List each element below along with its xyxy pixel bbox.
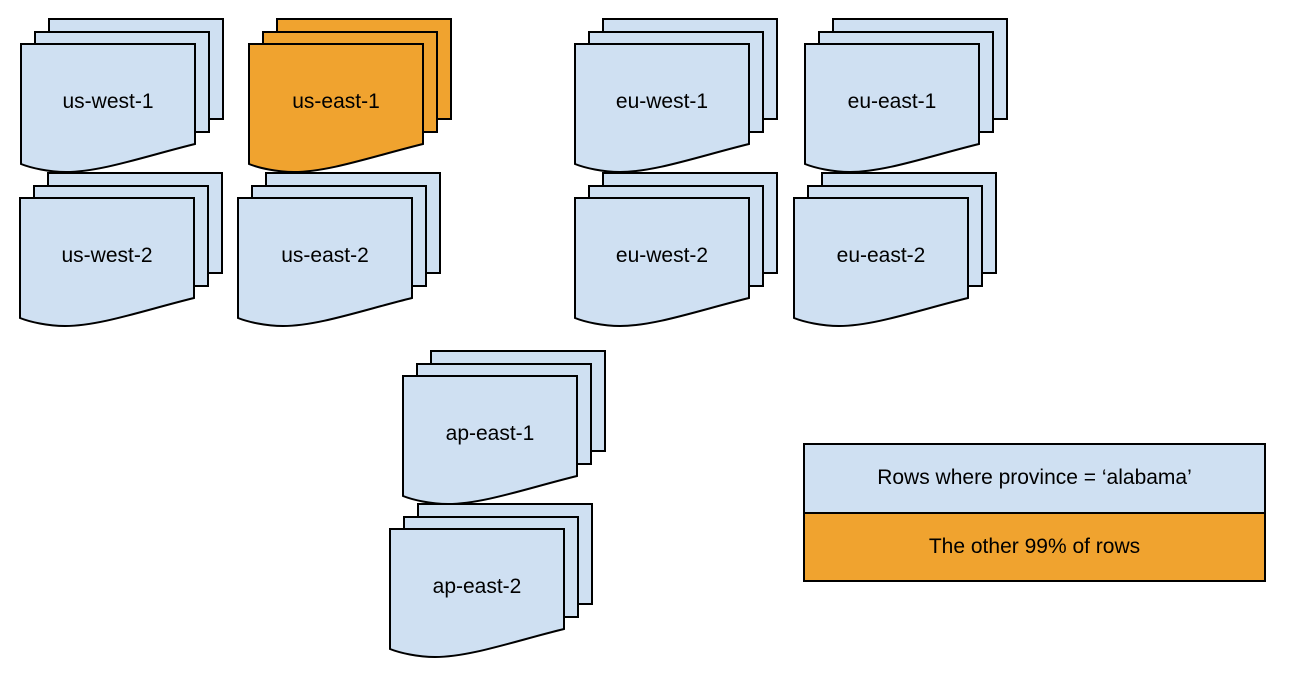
region-label: ap-east-2	[432, 575, 522, 598]
document-stack-icon	[793, 172, 997, 328]
region-label: eu-east-2	[836, 244, 926, 267]
region-label: us-east-2	[281, 244, 369, 267]
document-sheet-front	[248, 43, 424, 174]
region-stack-eu-east-2: eu-east-2	[793, 172, 997, 330]
document-stack-icon	[19, 172, 223, 328]
document-sheet-front	[389, 528, 565, 659]
region-label: us-west-2	[61, 244, 153, 267]
document-sheet-front	[402, 375, 578, 506]
region-stack-eu-east-1: eu-east-1	[804, 18, 1008, 176]
region-label: us-west-1	[62, 90, 154, 113]
document-sheet-front	[19, 197, 195, 328]
legend: Rows where province = ‘alabama’ The othe…	[803, 443, 1266, 582]
document-sheet-front	[574, 43, 750, 174]
region-label: eu-east-1	[847, 90, 937, 113]
region-stack-us-east-1: us-east-1	[248, 18, 452, 176]
region-label: ap-east-1	[445, 422, 535, 445]
document-stack-icon	[804, 18, 1008, 174]
legend-label-other-rows: The other 99% of rows	[928, 534, 1141, 558]
document-sheet-front	[237, 197, 413, 328]
region-stack-ap-east-1: ap-east-1	[402, 350, 606, 508]
region-stack-ap-east-2: ap-east-2	[389, 503, 593, 661]
region-stack-us-east-2: us-east-2	[237, 172, 441, 330]
region-stack-us-west-2: us-west-2	[19, 172, 223, 330]
region-label: eu-west-1	[615, 90, 709, 113]
document-sheet-front	[20, 43, 196, 174]
document-stack-icon	[248, 18, 452, 174]
region-label: us-east-1	[292, 90, 380, 113]
document-sheet-front	[574, 197, 750, 328]
legend-label-alabama-rows: Rows where province = ‘alabama’	[877, 466, 1192, 490]
document-stack-icon	[389, 503, 593, 659]
document-stack-icon	[402, 350, 606, 506]
document-sheet-front	[793, 197, 969, 328]
region-label: eu-west-2	[615, 244, 709, 267]
legend-row-other-rows: The other 99% of rows	[805, 513, 1264, 580]
document-sheet-front	[804, 43, 980, 174]
region-stack-us-west-1: us-west-1	[20, 18, 224, 176]
region-stack-eu-west-2: eu-west-2	[574, 172, 778, 330]
document-stack-icon	[574, 18, 778, 174]
region-stack-eu-west-1: eu-west-1	[574, 18, 778, 176]
document-stack-icon	[574, 172, 778, 328]
legend-row-alabama-rows: Rows where province = ‘alabama’	[805, 445, 1264, 514]
document-stack-icon	[20, 18, 224, 174]
document-stack-icon	[237, 172, 441, 328]
